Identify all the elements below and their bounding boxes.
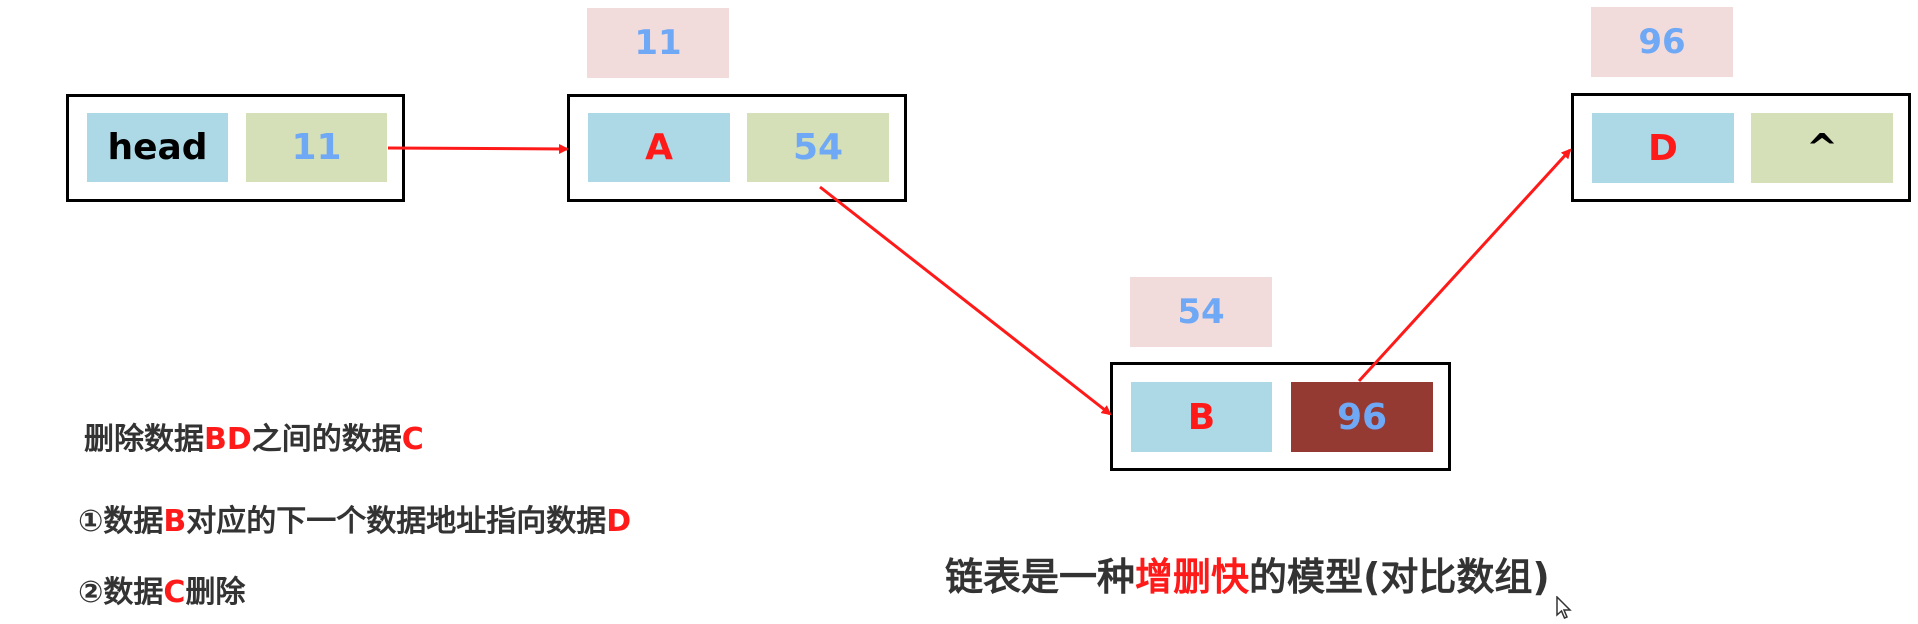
mouse-cursor-icon <box>1556 595 1572 624</box>
note-step1-highlight2: D <box>606 504 632 539</box>
note-title-highlight2: C <box>401 422 424 457</box>
note-step1-part2: 对应的下一个数据地址指向数据 <box>186 504 607 539</box>
caption: 链表是一种增删快的模型(对比数组) <box>945 546 1550 601</box>
note-step1-part1: ①数据 <box>78 504 164 539</box>
node-b-data-cell: B <box>1131 382 1272 452</box>
node-a-address: 11 <box>587 8 729 78</box>
note-step2-highlight: C <box>163 575 186 610</box>
note-step2: ②数据C删除 <box>78 567 245 611</box>
arrow-b-to-d <box>1357 148 1572 383</box>
node-a-next-pointer: 54 <box>747 113 889 182</box>
head-data-cell: head <box>87 113 228 182</box>
caption-highlight: 增删快 <box>1135 555 1250 599</box>
node-d-data-cell: D <box>1592 113 1734 183</box>
node-b: B 96 <box>1110 362 1451 471</box>
note-title-part2: 之间的数据 <box>251 422 402 457</box>
node-b-address: 54 <box>1130 277 1272 347</box>
caption-part1: 链表是一种 <box>945 555 1136 599</box>
node-d: D ^ <box>1571 93 1911 202</box>
note-step1-highlight: B <box>163 504 187 539</box>
arrow-a-to-b <box>819 185 1112 416</box>
caption-part2: 的模型(对比数组) <box>1249 555 1550 599</box>
node-b-next-pointer-highlighted: 96 <box>1291 382 1433 452</box>
node-d-null-pointer: ^ <box>1751 113 1893 183</box>
node-a: A 54 <box>567 94 907 202</box>
node-d-address: 96 <box>1591 7 1733 77</box>
head-next-pointer: 11 <box>246 113 387 182</box>
note-title: 删除数据BD之间的数据C <box>84 414 424 458</box>
note-title-part1: 删除数据 <box>84 422 204 457</box>
arrow-head-to-a <box>387 143 569 154</box>
note-title-highlight: BD <box>204 422 252 457</box>
node-a-data-cell: A <box>588 113 730 182</box>
note-step1: ①数据B对应的下一个数据地址指向数据D <box>78 496 631 540</box>
note-step2-part1: ②数据 <box>78 575 164 610</box>
head-node: head 11 <box>66 94 405 202</box>
note-step2-part2: 删除 <box>185 575 246 610</box>
